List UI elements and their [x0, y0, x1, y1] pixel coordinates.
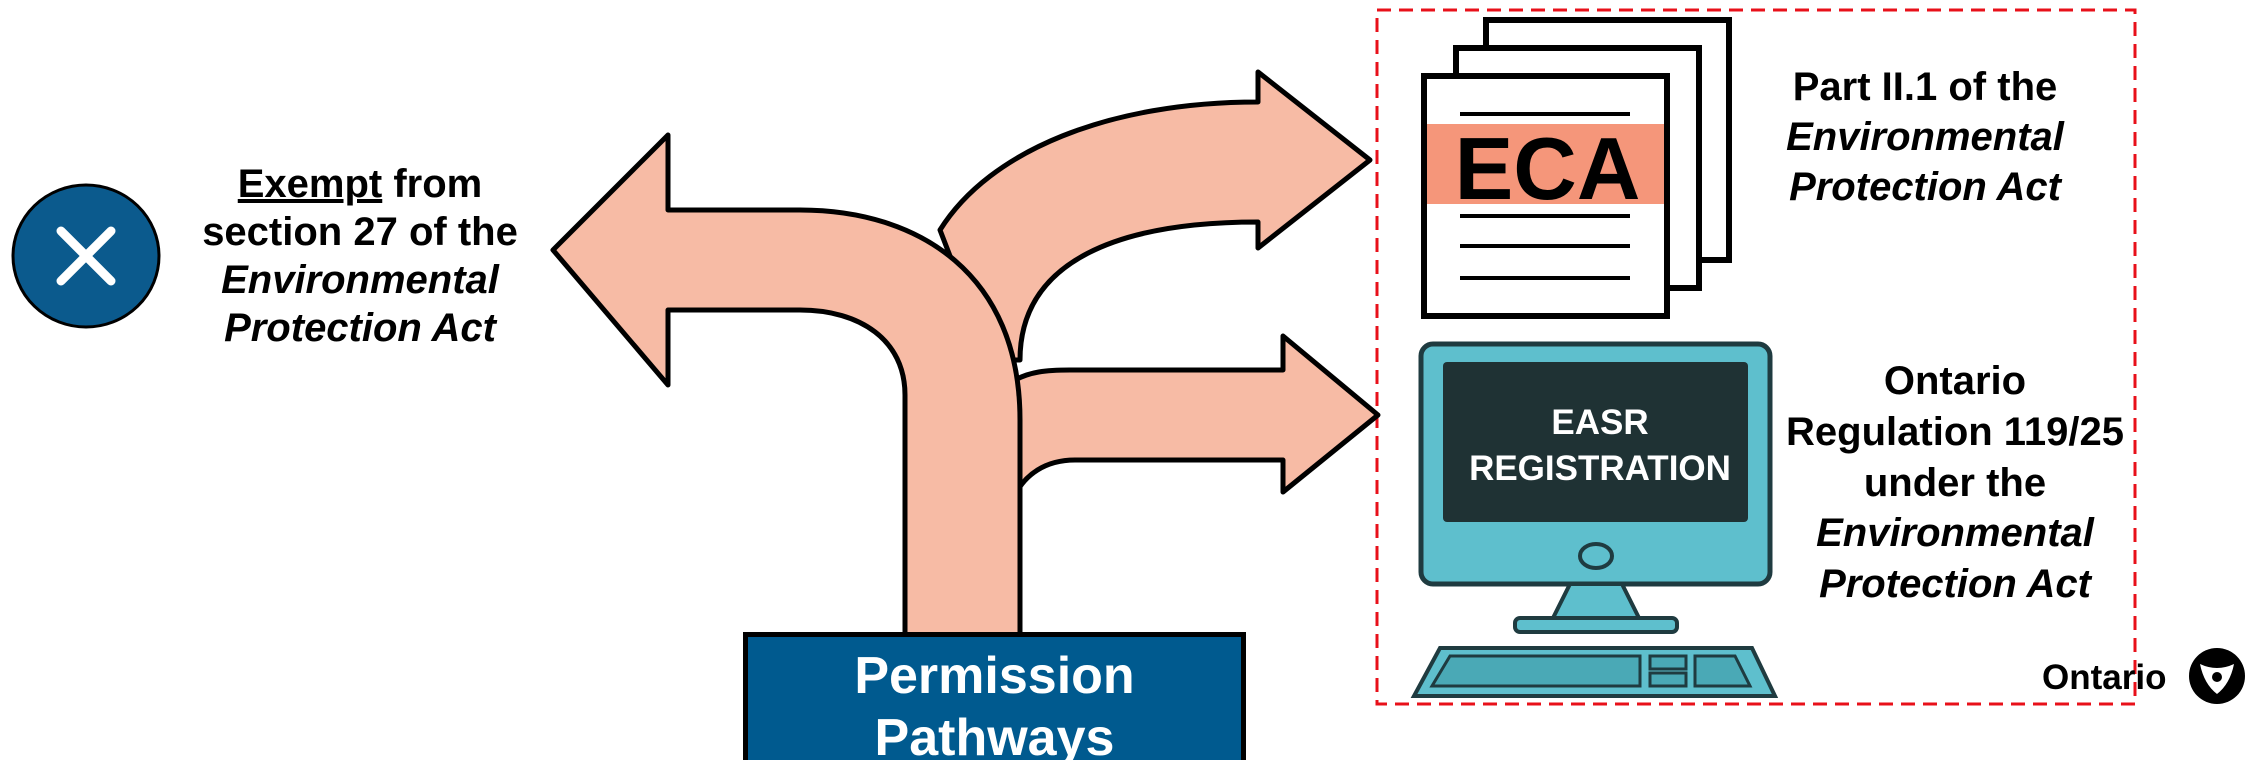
- easr-label-line3: under the: [1863, 460, 2047, 505]
- exempt-line2: section 27 of the: [202, 210, 518, 254]
- pathways-line1: Permission: [854, 647, 1135, 705]
- easr-label-line5: Protection Act: [1819, 562, 2091, 607]
- x-mark-icon: [11, 183, 161, 329]
- ontario-logo-text: Ontario: [2042, 658, 2167, 697]
- easr-screen-text: EASR REGISTRATION: [1445, 400, 1755, 491]
- easr-label-line1: Ontario: [1883, 359, 2027, 403]
- exempt-label: Exempt from section 27 of the Environmen…: [170, 160, 550, 352]
- easr-label: Ontario Regulation 119/25 under the Envi…: [1755, 356, 2155, 610]
- regulated-pathways-frame: [1375, 8, 2137, 706]
- eca-label: Part II.1 of the Environmental Protectio…: [1735, 62, 2115, 212]
- document-stack-icon: [1421, 17, 1732, 319]
- arrow-to-exempt: [550, 132, 1023, 643]
- exempt-line3: Environmental: [221, 258, 499, 302]
- pathways-line2: Pathways: [874, 709, 1115, 768]
- eca-label-line2: Environmental: [1786, 115, 2064, 159]
- eca-highlight-band: [1427, 124, 1664, 204]
- exempt-word: Exempt: [237, 162, 383, 206]
- exempt-line4: Protection Act: [224, 306, 496, 350]
- permission-pathways-box: Permission Pathways: [743, 632, 1246, 767]
- eca-icon-text: ECA: [1454, 119, 1641, 218]
- computer-icon: [1410, 341, 1779, 698]
- arrow-to-eca: [937, 69, 1373, 363]
- exempt-line1-rest: from: [382, 162, 483, 206]
- computer-screen: [1443, 362, 1748, 522]
- arrow-to-easr: [1012, 333, 1381, 498]
- eca-label-line1: Part II.1 of the: [1792, 65, 2058, 109]
- easr-label-line2: Regulation 119/25: [1786, 409, 2124, 454]
- eca-label-line3: Protection Act: [1789, 165, 2061, 209]
- easr-label-line4: Environmental: [1816, 511, 2094, 556]
- easr-screen-line2: REGISTRATION: [1469, 448, 1731, 488]
- easr-screen-line1: EASR: [1551, 403, 1649, 442]
- trillium-icon: [2189, 648, 2245, 704]
